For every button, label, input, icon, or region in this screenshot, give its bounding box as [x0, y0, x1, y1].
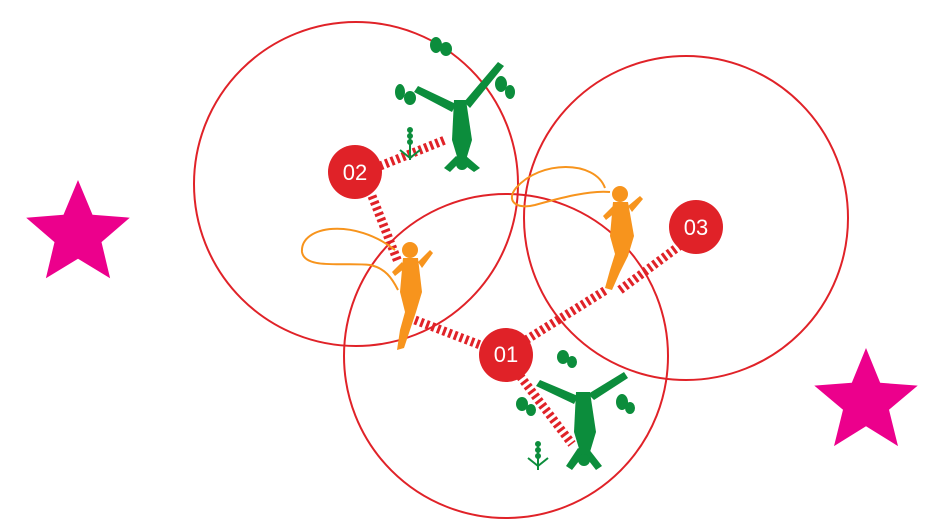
tie-skipper-01 — [415, 320, 488, 348]
tie-02-cartwheeler — [380, 140, 445, 166]
node-03: 03 — [669, 200, 723, 254]
butterfly-icon — [495, 76, 515, 99]
node-01-label: 01 — [494, 342, 518, 367]
node-03-label: 03 — [684, 215, 708, 240]
node-01: 01 — [479, 328, 533, 382]
butterfly-icon — [616, 394, 635, 414]
cartwheel-kid-icon — [414, 62, 504, 172]
node-02-label: 02 — [343, 160, 367, 185]
star-icon — [26, 180, 130, 278]
node-02: 02 — [328, 145, 382, 199]
butterfly-icon — [557, 350, 577, 368]
butterfly-icon — [395, 84, 416, 105]
cartwheel-kid-icon — [536, 372, 628, 470]
jump-rope-left — [302, 229, 398, 290]
jump-rope-girl-icon — [603, 186, 643, 290]
tie-02-skipper — [372, 196, 398, 262]
tie-01-skipper — [526, 290, 606, 340]
flower-sprig-icon — [528, 442, 548, 470]
butterfly-icon — [430, 37, 452, 56]
star-icon — [814, 348, 917, 446]
